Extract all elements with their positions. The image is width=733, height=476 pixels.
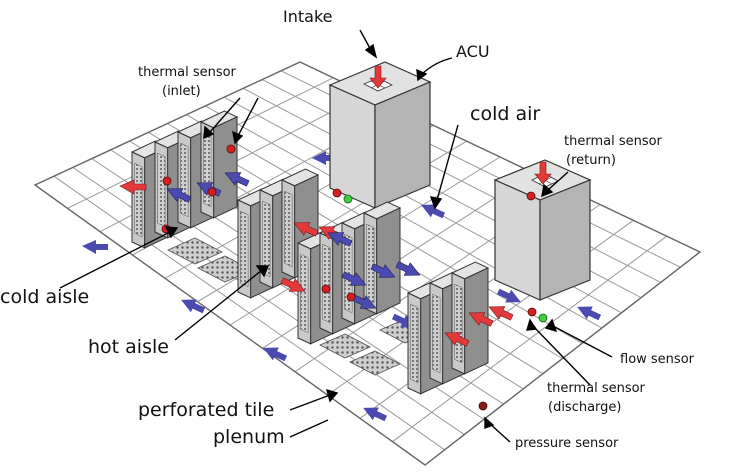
label-hot-aisle: hot aisle xyxy=(88,336,169,358)
label-thermal-discharge-2: (discharge) xyxy=(548,400,622,415)
label-pressure-sensor: pressure sensor xyxy=(515,436,619,451)
label-thermal-inlet-2: (inlet) xyxy=(162,84,201,99)
label-plenum: plenum xyxy=(213,426,285,448)
label-thermal-inlet-1: thermal sensor xyxy=(138,65,237,80)
label-flow-sensor: flow sensor xyxy=(620,352,695,367)
flow-sensor-dot xyxy=(343,194,353,204)
cold-air-arrows xyxy=(166,172,421,309)
acu-unit-main xyxy=(328,61,432,209)
floor-grid-line xyxy=(392,235,667,443)
acu-unit-secondary xyxy=(493,159,592,301)
pressure-sensor-dot xyxy=(478,401,488,411)
label-thermal-discharge-1: thermal sensor xyxy=(547,381,646,396)
label-thermal-return-1: thermal sensor xyxy=(564,134,663,149)
label-acu: ACU xyxy=(456,42,490,61)
label-cold-aisle: cold aisle xyxy=(0,286,89,308)
server-rack xyxy=(362,201,402,315)
diagram-labels: Intake ACU thermal sensor (inlet) cold a… xyxy=(0,7,695,451)
server-racks xyxy=(130,110,490,395)
label-intake: Intake xyxy=(283,7,332,26)
label-thermal-return-2: (return) xyxy=(566,153,616,168)
server-rack xyxy=(199,110,239,219)
callout-lines xyxy=(59,29,613,443)
label-cold-air: cold air xyxy=(470,103,540,125)
label-perforated-tile: perforated tile xyxy=(138,399,274,421)
floor-outline xyxy=(33,61,702,466)
flow-sensor-dot-2 xyxy=(538,313,548,323)
